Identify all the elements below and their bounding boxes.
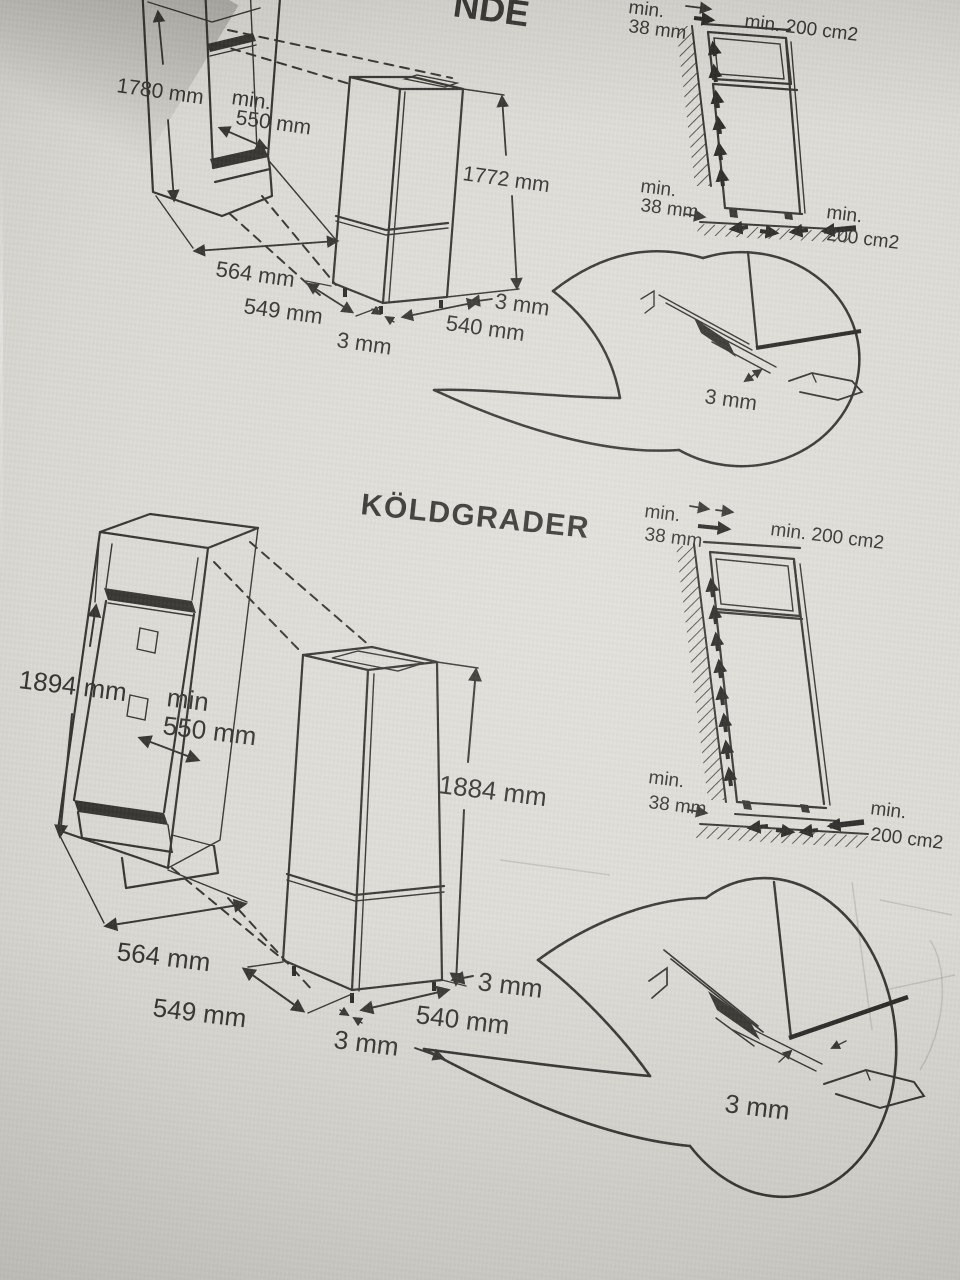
svg-text:3 mm: 3 mm <box>332 1024 400 1062</box>
svg-text:1894 mm: 1894 mm <box>17 664 128 707</box>
ghost-showthrough-lines <box>499 859 956 1071</box>
appliance-drawing <box>281 645 446 1003</box>
svg-text:min.: min. <box>627 0 665 22</box>
svg-text:3 mm: 3 mm <box>335 327 393 359</box>
svg-text:38 mm: 38 mm <box>639 195 699 223</box>
ventilation-diagram: min. 38 mm min. 200 cm2 min. 38 mm min. … <box>643 501 944 854</box>
svg-text:min.: min. <box>230 86 273 114</box>
svg-text:min.: min. <box>825 202 863 227</box>
svg-text:200 cm2: 200 cm2 <box>825 224 900 254</box>
svg-text:3 mm: 3 mm <box>476 966 544 1004</box>
svg-text:38 mm: 38 mm <box>647 792 707 820</box>
svg-text:min.: min. <box>643 501 681 526</box>
wall-hatch <box>676 26 711 186</box>
airflow-top-arrows <box>689 501 735 535</box>
svg-text:549 mm: 549 mm <box>242 293 324 329</box>
projection-dashed-lines <box>215 29 453 298</box>
svg-text:min. 200 cm2: min. 200 cm2 <box>769 519 885 554</box>
svg-text:min.: min. <box>639 176 677 201</box>
airflow-bottom-arrows <box>687 805 865 838</box>
wall-hatch <box>676 546 726 800</box>
svg-text:200 cm2: 200 cm2 <box>869 824 944 854</box>
svg-text:1780 mm: 1780 mm <box>115 74 205 109</box>
svg-text:540 mm: 540 mm <box>414 999 511 1040</box>
cabinet-height-dimension: 1780 mm <box>115 9 205 203</box>
svg-text:564 mm: 564 mm <box>115 936 212 977</box>
detail-callout: 3 mm <box>432 249 864 468</box>
projection-dashed-lines <box>171 541 371 993</box>
detail-callout: 3 mm <box>422 876 926 1199</box>
cabinet-drawing <box>56 512 260 890</box>
svg-text:min.: min. <box>869 798 907 823</box>
airflow-top-arrows <box>685 1 716 26</box>
svg-text:3 mm: 3 mm <box>723 1088 791 1126</box>
airflow-up-arrows <box>705 577 738 787</box>
niche-depth-dimension: min 550 mm <box>137 682 258 763</box>
appliance-height-dimension: 1884 mm <box>436 661 549 987</box>
svg-text:3 mm: 3 mm <box>493 288 551 320</box>
section-title-partial: NDE <box>451 0 532 35</box>
ventilation-diagram: min. 38 mm min. 200 cm2 min. 38 mm min. … <box>627 0 900 254</box>
front-gap-dimension: 3 mm <box>335 305 396 360</box>
side-gap-dimension: 3 mm <box>450 966 544 1004</box>
cabinet-drawing <box>141 0 281 218</box>
svg-text:549 mm: 549 mm <box>151 992 248 1033</box>
svg-text:min: min <box>165 682 210 717</box>
cabinet-width-dimension: 564 mm <box>155 161 340 292</box>
svg-text:3 mm: 3 mm <box>703 385 758 415</box>
svg-text:550 mm: 550 mm <box>234 106 312 139</box>
airflow-bottom-arrows <box>683 209 857 239</box>
svg-text:38 mm: 38 mm <box>643 524 703 552</box>
svg-text:550 mm: 550 mm <box>161 710 258 751</box>
section-title: KÖLDGRADER <box>359 488 591 545</box>
appliance-height-dimension: 1772 mm <box>446 88 551 298</box>
section-top-diagram: NDE 1780 mm min. <box>115 0 900 468</box>
svg-text:38 mm: 38 mm <box>627 16 687 44</box>
svg-text:min. 200 cm2: min. 200 cm2 <box>743 11 859 46</box>
base-depth-dimension: 549 mm <box>242 280 381 329</box>
section-koldgrader-diagram: KÖLDGRADER <box>17 488 956 1199</box>
svg-text:1772 mm: 1772 mm <box>461 162 551 197</box>
cabinet-height-dimension: 1894 mm <box>17 539 129 839</box>
appliance-drawing <box>331 74 465 314</box>
cabinet-width-dimension: 564 mm <box>57 831 248 977</box>
svg-text:min.: min. <box>647 767 685 792</box>
niche-depth-dimension: min. 550 mm <box>217 86 313 150</box>
airflow-up-arrows <box>707 40 730 187</box>
svg-text:1884 mm: 1884 mm <box>437 769 548 812</box>
